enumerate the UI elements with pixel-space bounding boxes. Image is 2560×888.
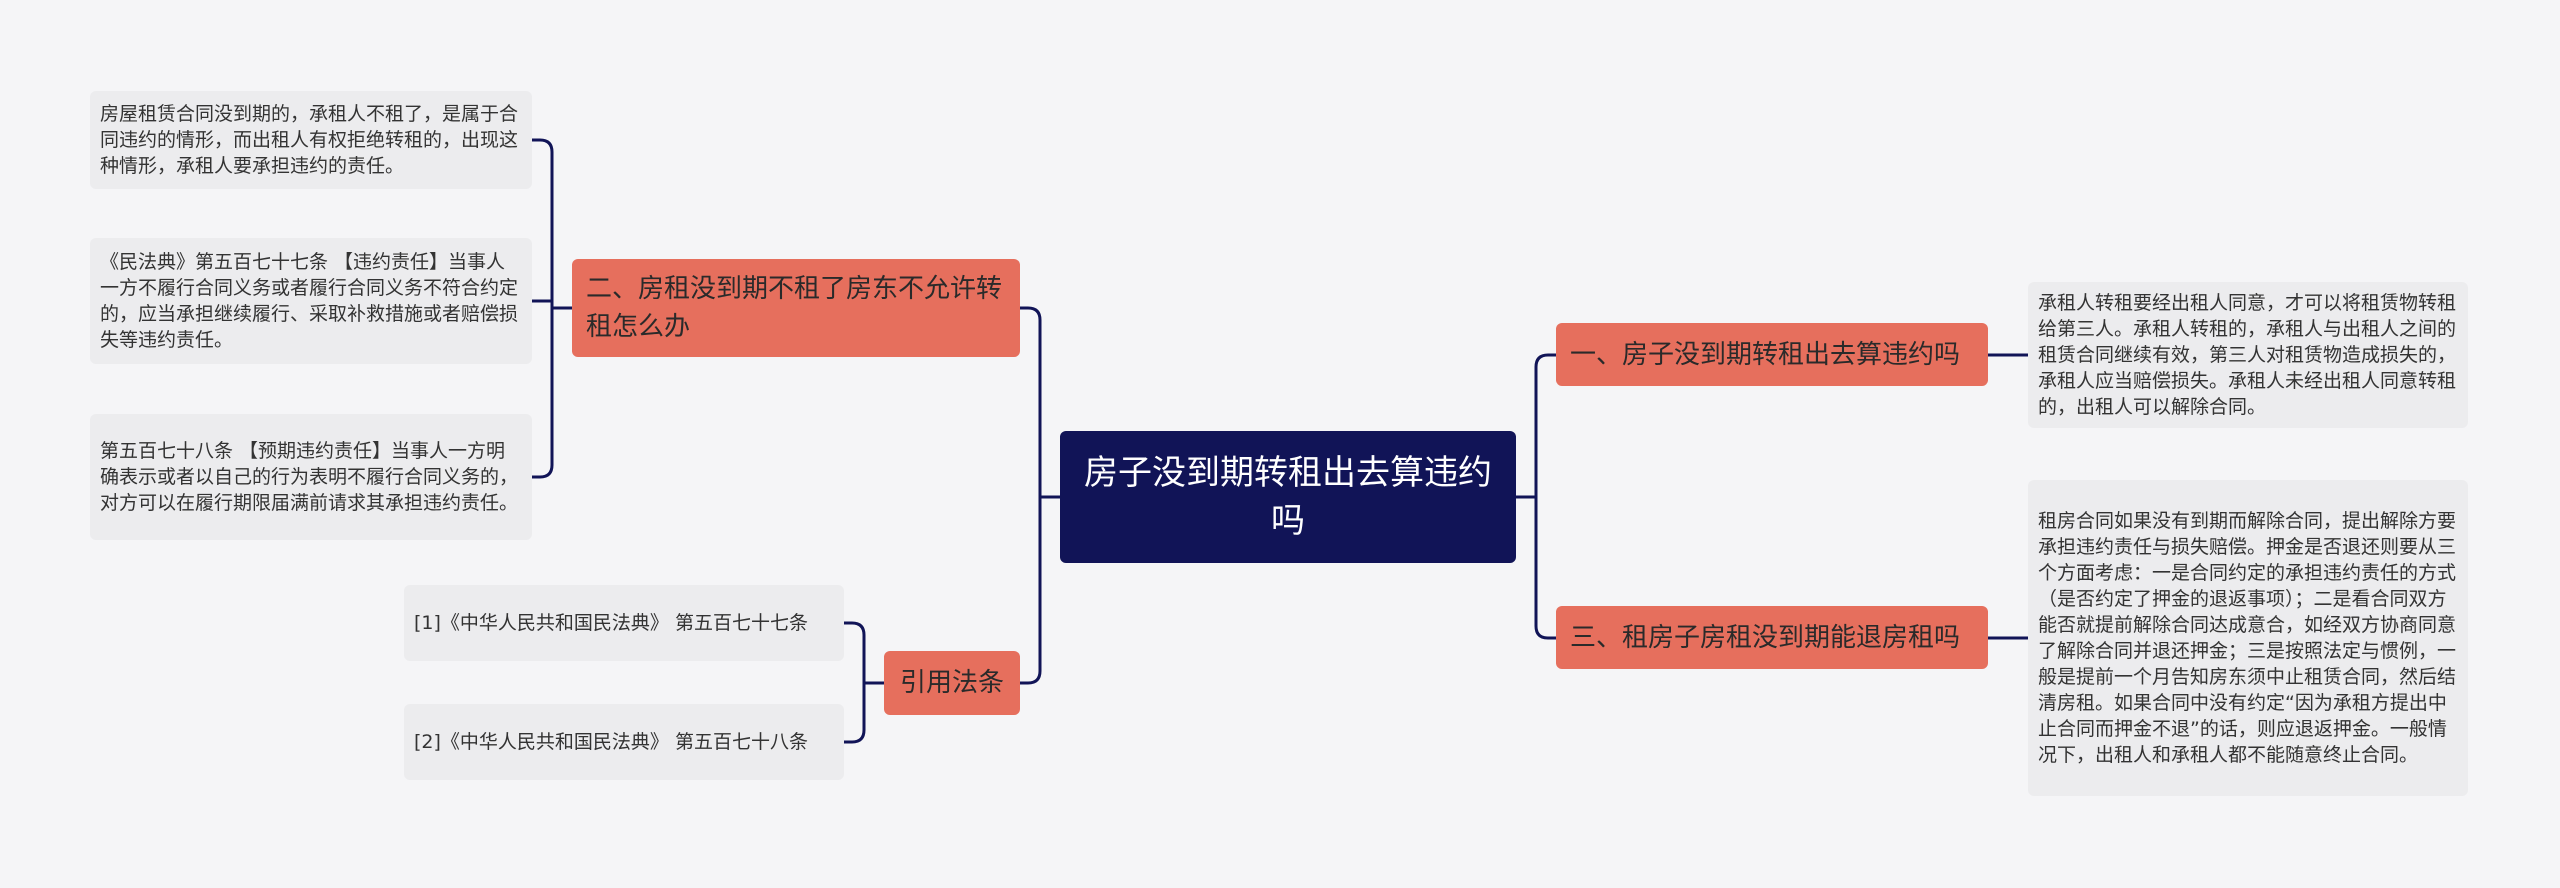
leaf-note-1[interactable]: 承租人转租要经出租人同意，才可以将租赁物转租给第三人。承租人转租的，承租人与出租… [2028, 282, 2468, 428]
connector-to-branch-1 [1534, 353, 1558, 499]
leaf-note-6[interactable]: [1]《中华人民共和国民法典》 第五百七十七条 [404, 585, 844, 661]
branch-topic-1-label: 一、房子没到期转租出去算违约吗 [1570, 339, 1961, 370]
branch-topic-2[interactable]: 二、房租没到期不租了房东不允许转租怎么办 [572, 259, 1020, 357]
connector-to-branch-3 [1534, 495, 1558, 640]
branch-topic-1[interactable]: 一、房子没到期转租出去算违约吗 [1556, 323, 1988, 386]
leaf-note-3[interactable]: 房屋租赁合同没到期的，承租人不租了，是属于合同违约的情形，而出租人有权拒绝转租的… [90, 91, 532, 189]
connector-to-leaf-5 [530, 306, 554, 479]
root-topic[interactable]: 房子没到期转租出去算违约吗 [1060, 431, 1516, 563]
connector-to-leaf-6 [842, 621, 866, 685]
connector-to-leaf-3 [530, 138, 554, 310]
leaf-note-1-text: 承租人转租要经出租人同意，才可以将租赁物转租给第三人。承租人转租的，承租人与出租… [2038, 292, 2457, 418]
branch-topic-2-label: 二、房租没到期不租了房东不允许转租怎么办 [586, 274, 1003, 342]
leaf-note-4[interactable]: 《民法典》第五百七十七条 【违约责任】当事人一方不履行合同义务或者履行合同义务不… [90, 238, 532, 364]
leaf-note-5-text: 第五百七十八条 【预期违约责任】当事人一方明确表示或者以自己的行为表明不履行合同… [100, 440, 519, 514]
branch-topic-3-label: 三、租房子房租没到期能退房租吗 [1570, 622, 1961, 653]
root-topic-label: 房子没到期转租出去算违约吗 [1084, 453, 1492, 541]
leaf-note-2-text: 租房合同如果没有到期而解除合同，提出解除方要承担违约责任与损失赔偿。押金是否退还… [2038, 510, 2457, 766]
leaf-note-3-text: 房屋租赁合同没到期的，承租人不租了，是属于合同违约的情形，而出租人有权拒绝转租的… [100, 103, 519, 177]
connector-to-branch-2 [1018, 306, 1042, 499]
branch-topic-4-label: 引用法条 [899, 668, 1004, 698]
connector-to-leaf-7 [842, 681, 866, 744]
leaf-note-4-text: 《民法典》第五百七十七条 【违约责任】当事人一方不履行合同义务或者履行合同义务不… [100, 251, 519, 351]
leaf-note-6-text: [1]《中华人民共和国民法典》 第五百七十七条 [414, 612, 808, 634]
branch-topic-3[interactable]: 三、租房子房租没到期能退房租吗 [1556, 606, 1988, 669]
connector-to-branch-4 [1018, 495, 1042, 685]
leaf-note-5[interactable]: 第五百七十八条 【预期违约责任】当事人一方明确表示或者以自己的行为表明不履行合同… [90, 414, 532, 540]
branch-topic-4[interactable]: 引用法条 [884, 651, 1020, 715]
leaf-note-7[interactable]: [2]《中华人民共和国民法典》 第五百七十八条 [404, 704, 844, 780]
leaf-note-7-text: [2]《中华人民共和国民法典》 第五百七十八条 [414, 731, 808, 753]
leaf-note-2[interactable]: 租房合同如果没有到期而解除合同，提出解除方要承担违约责任与损失赔偿。押金是否退还… [2028, 480, 2468, 796]
